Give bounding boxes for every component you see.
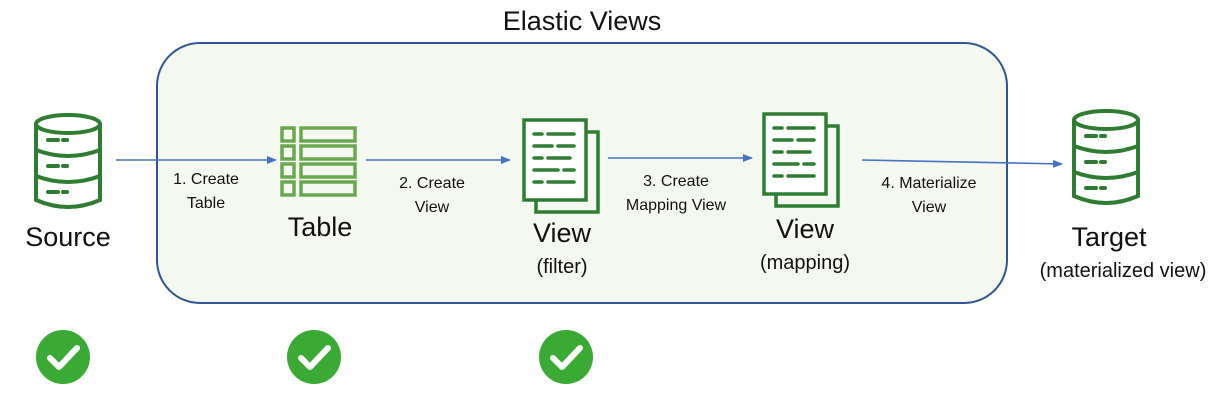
database-icon (34, 113, 102, 209)
check-circle-icon (539, 330, 593, 384)
view-filter-sublabel: (filter) (536, 256, 588, 278)
table-label: Table (287, 212, 353, 242)
target-sublabel: (materialized view) (1039, 260, 1207, 282)
check-circle-icon (36, 330, 90, 384)
target-label: Target (1071, 222, 1147, 252)
elastic-views-title: Elastic Views (502, 6, 662, 36)
database-icon (1072, 109, 1140, 205)
view-mapping-label: View (775, 214, 835, 244)
arrow-mapping-view-to-target (861, 159, 1063, 168)
table-icon (280, 126, 357, 197)
view-mapping-sublabel: (mapping) (759, 252, 851, 274)
check-circle-icon (287, 330, 341, 384)
document-stack-icon (522, 118, 600, 214)
source-label: Source (25, 222, 111, 252)
view-filter-label: View (532, 218, 592, 248)
document-stack-icon (762, 112, 840, 208)
